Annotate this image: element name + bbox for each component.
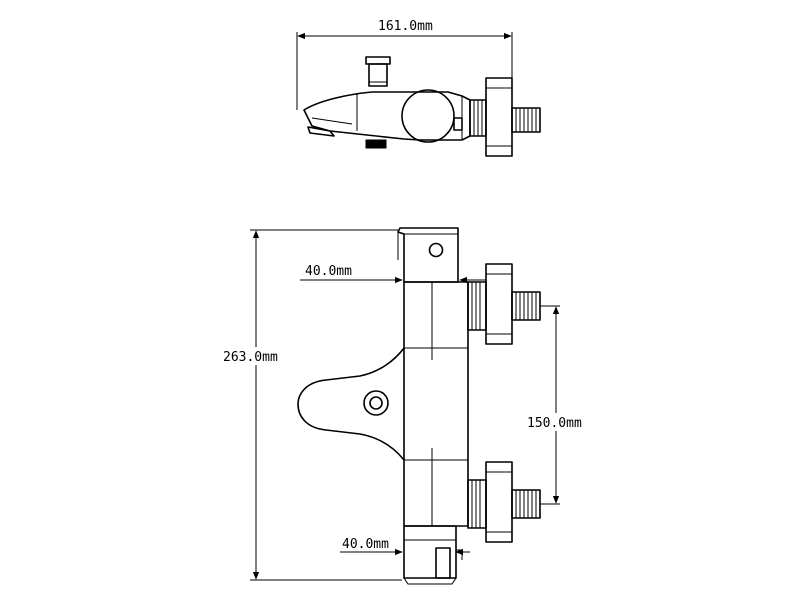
front-lower-connector bbox=[467, 461, 541, 543]
front-lever-handle bbox=[297, 347, 405, 461]
top-knob bbox=[365, 56, 391, 87]
top-thread-hatch bbox=[515, 108, 537, 132]
dimension-offset-bottom-label: 40.0mm bbox=[342, 537, 389, 552]
dimension-offset-top: 40.0mm bbox=[300, 264, 486, 284]
dimension-height: 263.0mm bbox=[222, 229, 402, 581]
top-connector bbox=[469, 77, 541, 157]
front-bottom-cap bbox=[403, 525, 463, 585]
dimension-top-width: 161.0mm bbox=[296, 19, 513, 110]
front-top-cap bbox=[397, 227, 459, 283]
dimension-centers-label: 150.0mm bbox=[527, 416, 582, 431]
dimension-centers: 150.0mm bbox=[526, 305, 584, 505]
dimension-offset-bottom: 40.0mm bbox=[340, 537, 470, 556]
top-spout-body bbox=[303, 89, 471, 149]
front-view: 263.0mm bbox=[222, 227, 584, 585]
top-view: 161.0mm bbox=[296, 19, 541, 157]
front-upper-connector bbox=[467, 263, 541, 345]
dimension-top-width-label: 161.0mm bbox=[378, 19, 433, 34]
dimension-offset-top-label: 40.0mm bbox=[305, 264, 352, 279]
front-body bbox=[403, 281, 469, 527]
dimension-height-label: 263.0mm bbox=[223, 350, 278, 365]
